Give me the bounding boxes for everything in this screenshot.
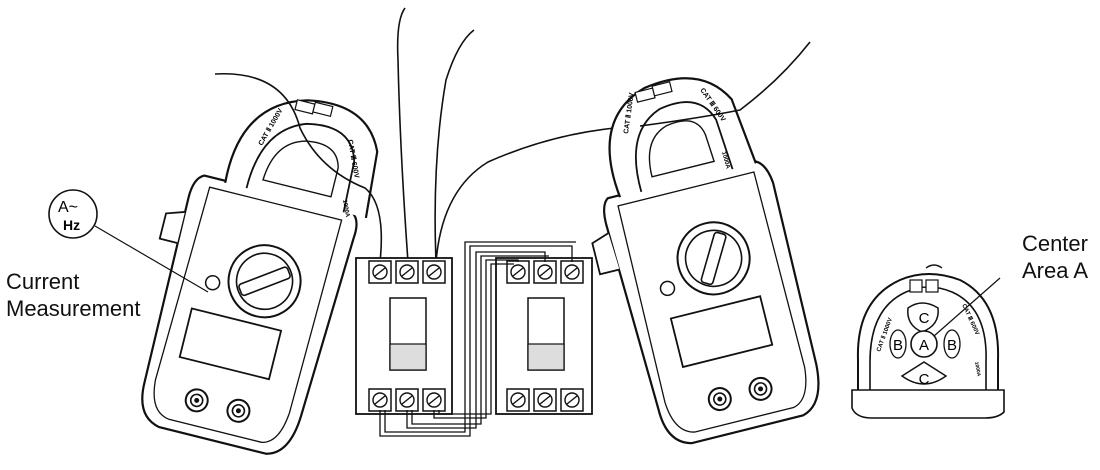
current-measurement-label: Current Measurement: [6, 268, 141, 322]
ac-current-icon-text: A~: [58, 199, 78, 216]
area-a-label: A: [919, 337, 929, 354]
center-leader-line: [933, 277, 1001, 337]
right-clamp-meter: [591, 77, 820, 445]
detail-rating-text: 1000A: [973, 361, 982, 377]
area-c-top-label: C: [919, 310, 930, 327]
area-c-bottom-label: C: [919, 371, 930, 388]
left-jaw-rating-text: 1000A: [341, 199, 350, 218]
center-area-line-1: Center: [1021, 231, 1088, 256]
current-measurement-line-2: Measurement: [6, 296, 141, 321]
icon-leader-line: [94, 225, 209, 293]
center-area-line-2: Area A: [1021, 258, 1088, 283]
jaw-center-area-detail: C A B B C CAT Ⅱ 1000V CAT Ⅲ 600V 1000A: [851, 264, 1005, 419]
right-jaw-rating-text: 1000A: [720, 151, 731, 170]
area-b-right-label: B: [947, 337, 957, 354]
left-clamp-meter: [141, 99, 379, 455]
left-meter-wire: [214, 72, 383, 263]
area-b-left-label: B: [893, 337, 903, 354]
ac-current-hz-icon: A~ Hz: [48, 189, 98, 239]
right-meter-wire: [639, 41, 811, 127]
breaker-panel: [355, 7, 641, 437]
current-measurement-line-1: Current: [6, 269, 80, 294]
hz-icon-text: Hz: [63, 217, 80, 233]
center-area-label: Center Area A: [1022, 230, 1088, 284]
